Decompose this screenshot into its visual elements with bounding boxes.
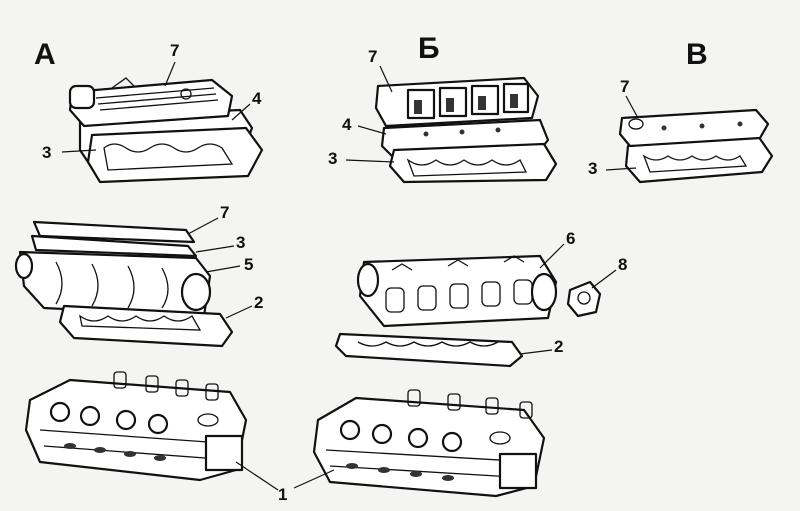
b-manifold-6: [358, 254, 558, 328]
group-label-a: А: [34, 38, 56, 71]
group-label-v: В: [686, 38, 708, 71]
part-label-v3: 3: [588, 159, 598, 178]
part-label-a3-top: 3: [42, 143, 52, 162]
leader-lines: [61, 61, 639, 491]
b-gasket-2: [334, 332, 524, 368]
part-label-b2: 2: [554, 337, 564, 356]
a-middle-assembly: [14, 220, 234, 348]
part-label-b8: 8: [618, 255, 628, 274]
part-label-a7-mid: 7: [220, 203, 230, 222]
part-label-b3: 3: [328, 149, 338, 168]
part-label-a2: 2: [254, 293, 264, 312]
part-label-a3-mid: 3: [236, 233, 246, 252]
part-label-v7: 7: [620, 77, 630, 96]
a-strip-7: [32, 220, 196, 244]
a-gasket-3-mid: [30, 234, 198, 258]
b-top-assembly: [374, 76, 558, 184]
part-label-b4: 4: [342, 115, 352, 134]
a-top-assembly: [68, 77, 264, 184]
a-cylinder-head: [24, 371, 248, 482]
b-part-8: [566, 280, 602, 318]
part-label-b7: 7: [368, 47, 378, 66]
part-label-a7-top: 7: [170, 41, 180, 60]
b-cylinder-head: [312, 389, 546, 498]
part-label-1: 1: [278, 485, 288, 504]
group-label-b: Б: [418, 32, 440, 65]
part-label-a5: 5: [244, 255, 254, 274]
a-gasket-3: [86, 126, 264, 184]
a-manifold-5: [18, 250, 212, 318]
a-cover-7: [68, 78, 234, 128]
v-assembly: [618, 108, 774, 184]
part-label-a4: 4: [252, 89, 262, 108]
v-cover-7: [618, 108, 770, 148]
part-label-b6: 6: [566, 229, 576, 248]
a-gasket-2: [58, 304, 234, 348]
b-middle-assembly: [334, 254, 602, 368]
